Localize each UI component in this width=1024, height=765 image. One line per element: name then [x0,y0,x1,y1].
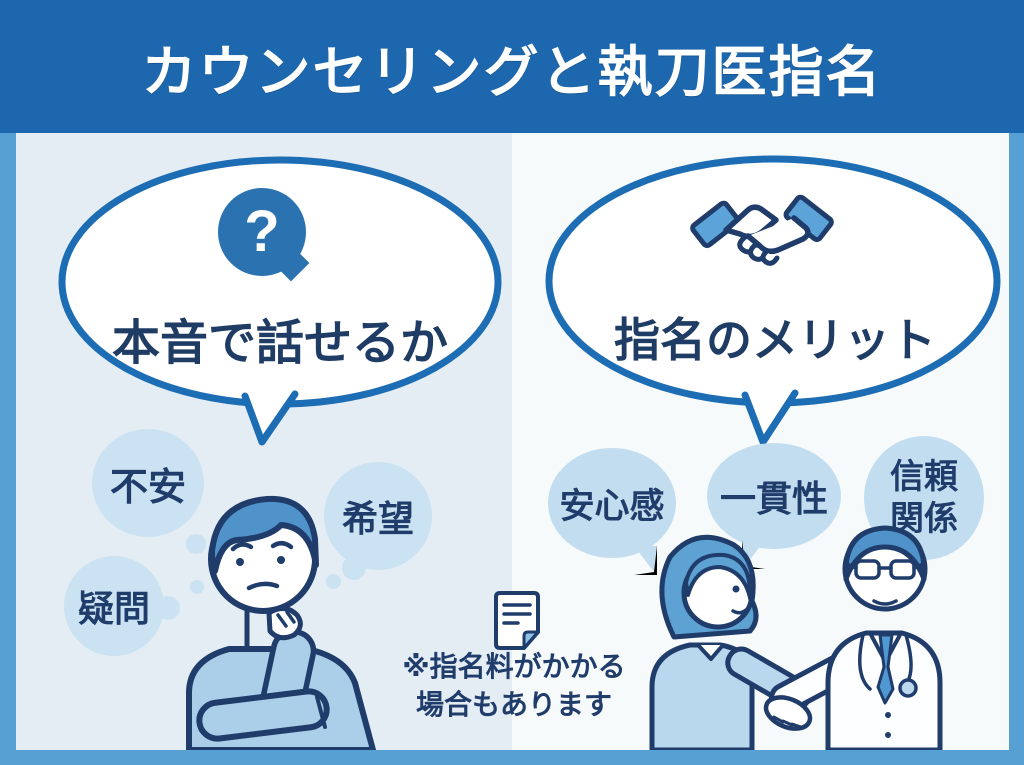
speech-bubble-right-outline [545,155,1001,446]
page-title: カウンセリングと執刀医指名 [141,40,883,103]
right-bubble-label: 指名のメリット [614,314,936,366]
thought-dot [190,580,204,594]
header-band: カウンセリングと執刀医指名 [0,0,1024,133]
handshake-icon [690,194,834,266]
fee-note: ※指名料がかかる 場合もあります [386,648,642,724]
patient-doctor-handshake-illustration [649,525,943,750]
speech-bubble-left-outline [58,156,502,446]
fee-note-line1: ※指名料がかかる [402,651,626,682]
thought-dot [186,534,206,554]
document-icon [494,591,540,650]
thought-bubble-kibou: 希望 [324,462,432,570]
thought-bubble-fuan: 不安 [92,429,204,537]
thought-dot [156,596,180,620]
thought-dot [326,574,341,589]
benefit-bubble-tail [634,546,657,575]
thought-bubble-gimon: 疑問 [64,556,164,656]
question-speech-icon: ? [218,188,310,282]
benefit-bubble-ikkansei: 一貫性 [707,443,841,549]
thought-label: 不安 [109,466,186,509]
worried-person-illustration [186,495,376,750]
benefit-label: 信頼関係 [890,458,958,538]
thought-dot [342,556,366,580]
question-mark-glyph: ? [244,199,280,264]
left-bubble-label: 本音で話せるか [111,317,448,370]
benefit-label: 安心感 [559,486,665,526]
fee-note-line2: 場合もあります [415,689,612,720]
benefit-label: 一貫性 [719,478,828,519]
thought-label: 希望 [341,498,414,539]
benefit-bubble-anshinkan: 安心感 [548,448,676,558]
thought-label: 疑問 [77,588,150,629]
